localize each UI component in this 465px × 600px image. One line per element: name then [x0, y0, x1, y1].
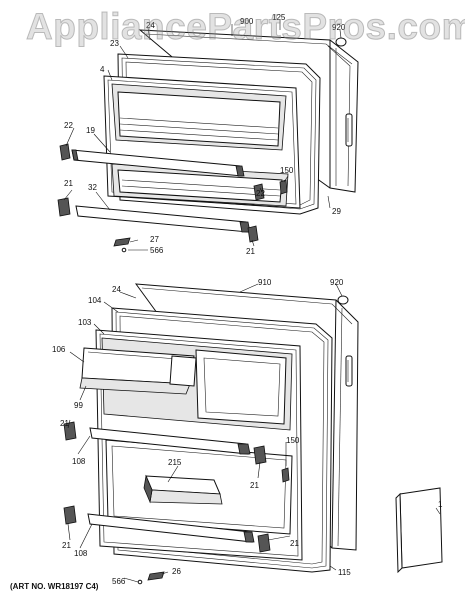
callout-566-top: 566	[150, 246, 164, 255]
callout-24-top: 24	[146, 21, 155, 30]
callout-21-mid-right: 21	[250, 481, 259, 490]
fresh-food-shelf-bar-upper	[89, 427, 251, 455]
callout-32: 32	[88, 183, 97, 192]
callout-27: 27	[150, 235, 159, 244]
freezer-door-liner	[103, 75, 301, 209]
callout-125: 125	[272, 13, 286, 22]
freezer-shelf-bar	[71, 149, 245, 177]
freezer-shelf-bar-lower	[75, 205, 251, 233]
callout-900: 900	[240, 17, 254, 26]
fresh-food-screw-566	[137, 579, 143, 585]
callout-19: 19	[86, 126, 95, 135]
instruction-card	[395, 487, 443, 574]
callout-103: 103	[78, 318, 92, 327]
callout-106: 106	[52, 345, 66, 354]
callout-115: 115	[338, 568, 351, 577]
callout-21-top-left: 21	[64, 179, 73, 188]
fresh-food-shelf-bar-lower	[87, 513, 255, 543]
callout-26: 26	[172, 567, 181, 576]
callout-21-bottom-right: 21	[290, 539, 299, 548]
callout-labels: 125 900 920 24 23 4 22 19 150 22 21 32 2…	[52, 13, 443, 586]
callout-21-top-right: 21	[246, 247, 255, 256]
freezer-clip-27	[113, 237, 131, 247]
freezer-door-assembly	[57, 29, 359, 253]
callout-108-lower: 108	[74, 549, 88, 558]
callout-22-left: 22	[64, 121, 73, 130]
callout-22-right: 22	[256, 189, 265, 198]
callout-108-upper: 108	[72, 457, 86, 466]
fresh-food-clip-26	[147, 571, 165, 581]
freezer-shelf-brackets	[57, 143, 288, 243]
callout-23: 23	[110, 39, 119, 48]
callout-104: 104	[88, 296, 102, 305]
fresh-food-bin-215	[143, 474, 223, 505]
watermark-text: AppliancePartsPros.com	[26, 6, 465, 48]
callout-150-top: 150	[280, 166, 294, 175]
freezer-screw-566	[121, 247, 127, 253]
callout-566-bottom: 566	[112, 577, 126, 586]
callout-21-bottom-left: 21	[62, 541, 71, 550]
callout-1: 1	[438, 500, 443, 509]
callout-150-bottom: 150	[286, 436, 300, 445]
art-number: (ART NO. WR18197 C4)	[10, 582, 99, 591]
callout-4: 4	[100, 65, 105, 74]
leader-lines	[63, 20, 441, 583]
callout-920-bottom: 920	[330, 278, 344, 287]
callout-24-bottom: 24	[112, 285, 121, 294]
fresh-food-plug-920	[337, 295, 349, 305]
callout-21-mid-left: 21	[60, 419, 69, 428]
fresh-food-shelf-brackets	[63, 421, 290, 553]
callout-920-top: 920	[332, 23, 346, 32]
fresh-food-door-assembly	[63, 283, 443, 585]
callout-99: 99	[74, 401, 83, 410]
callout-215: 215	[168, 458, 182, 467]
callout-29: 29	[332, 207, 341, 216]
callout-910: 910	[258, 278, 272, 287]
